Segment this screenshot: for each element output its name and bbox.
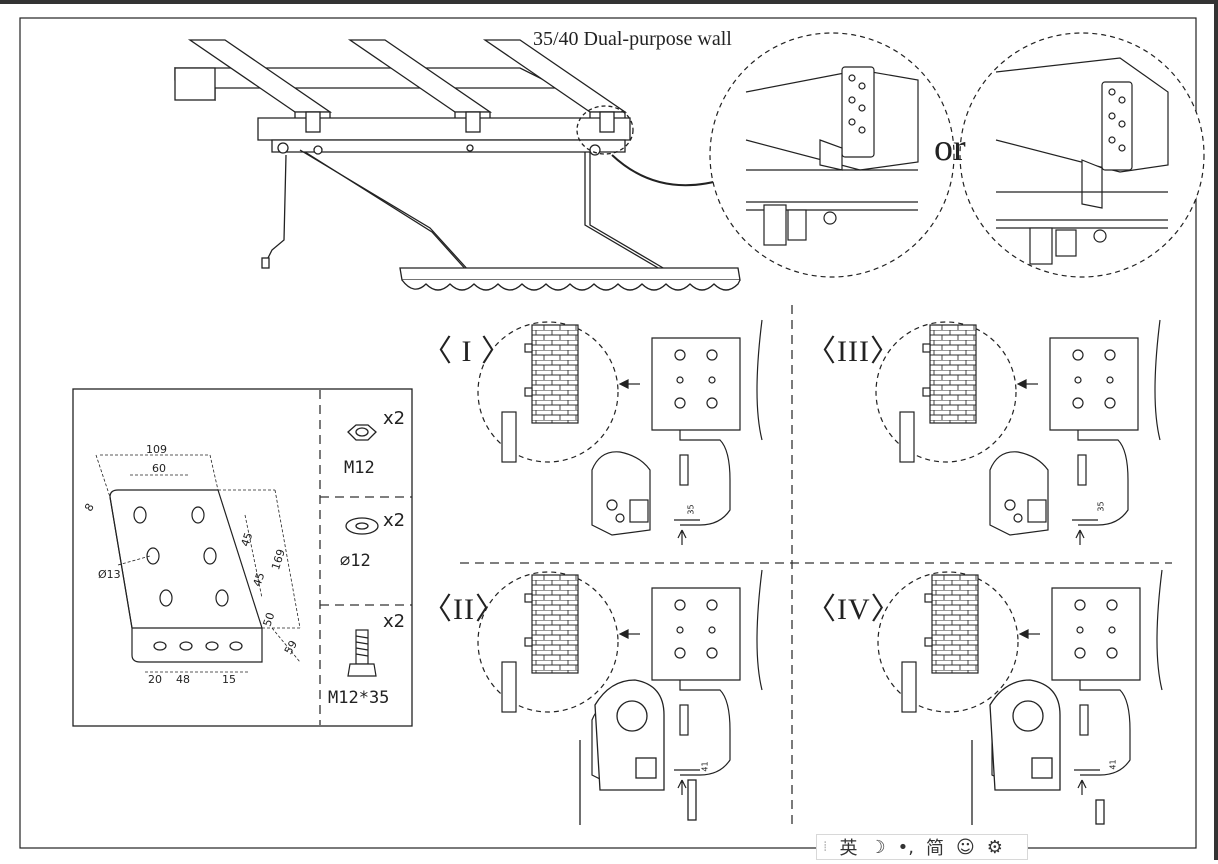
hex-nut-icon [347, 424, 377, 441]
awning-overview [174, 39, 746, 291]
or-label: or [934, 127, 966, 169]
washer-quantity: x2 [383, 510, 406, 531]
quadrant-dividers [319, 305, 1172, 828]
simplified-toggle-button[interactable]: 简 [925, 838, 944, 859]
diagram-title: 35/40 Dual-purpose wall [533, 28, 732, 50]
bolt-label: M12*35 [328, 688, 390, 708]
bolt-quantity: x2 [383, 611, 406, 632]
step-label-I: 〈 I 〉 [422, 335, 512, 368]
ime-toolbar: ⁞ 英 ☽ •, 简 ☺ ⚙ [816, 834, 1028, 860]
washer-label: ∅12 [340, 551, 371, 571]
nut-quantity: x2 [383, 408, 406, 429]
hex-bolt-icon [347, 629, 377, 677]
motor-housing-IV [971, 679, 1105, 825]
step-label-IV: 〈IV〉 [806, 593, 902, 626]
bracket-drawing [95, 454, 301, 673]
moon-icon[interactable]: ☽ [869, 836, 886, 858]
profile-label-IV: 41 [1108, 759, 1118, 770]
step-label-III: 〈III〉 [806, 335, 901, 368]
parts-box [72, 388, 413, 727]
punctuation-toggle-button[interactable]: •, [897, 836, 914, 858]
profile-label-I: 35 [686, 504, 696, 515]
settings-gear-icon[interactable]: ⚙ [986, 836, 1003, 858]
dim-48: 48 [176, 673, 190, 686]
dim-60: 60 [152, 462, 166, 475]
motor-housing-II [579, 679, 697, 825]
assembly-step-I [477, 319, 763, 545]
washer-icon [345, 517, 379, 535]
nut-label: M12 [344, 458, 375, 478]
smiley-icon[interactable]: ☺ [955, 836, 975, 858]
assembly-step-III [875, 319, 1161, 546]
detail-circle-right [959, 32, 1205, 278]
drag-handle-icon[interactable]: ⁞ [823, 839, 828, 855]
dim-109: 109 [146, 443, 167, 456]
language-toggle-button[interactable]: 英 [839, 838, 858, 859]
detail-circle-left [709, 32, 955, 278]
profile-label-III: 35 [1096, 501, 1106, 512]
dim-15: 15 [222, 673, 236, 686]
dim-20: 20 [148, 673, 162, 686]
dim-hole-diameter: Ø13 [98, 568, 121, 581]
step-label-II: 〈II〉 [422, 593, 506, 626]
profile-label-II: 41 [700, 761, 710, 772]
